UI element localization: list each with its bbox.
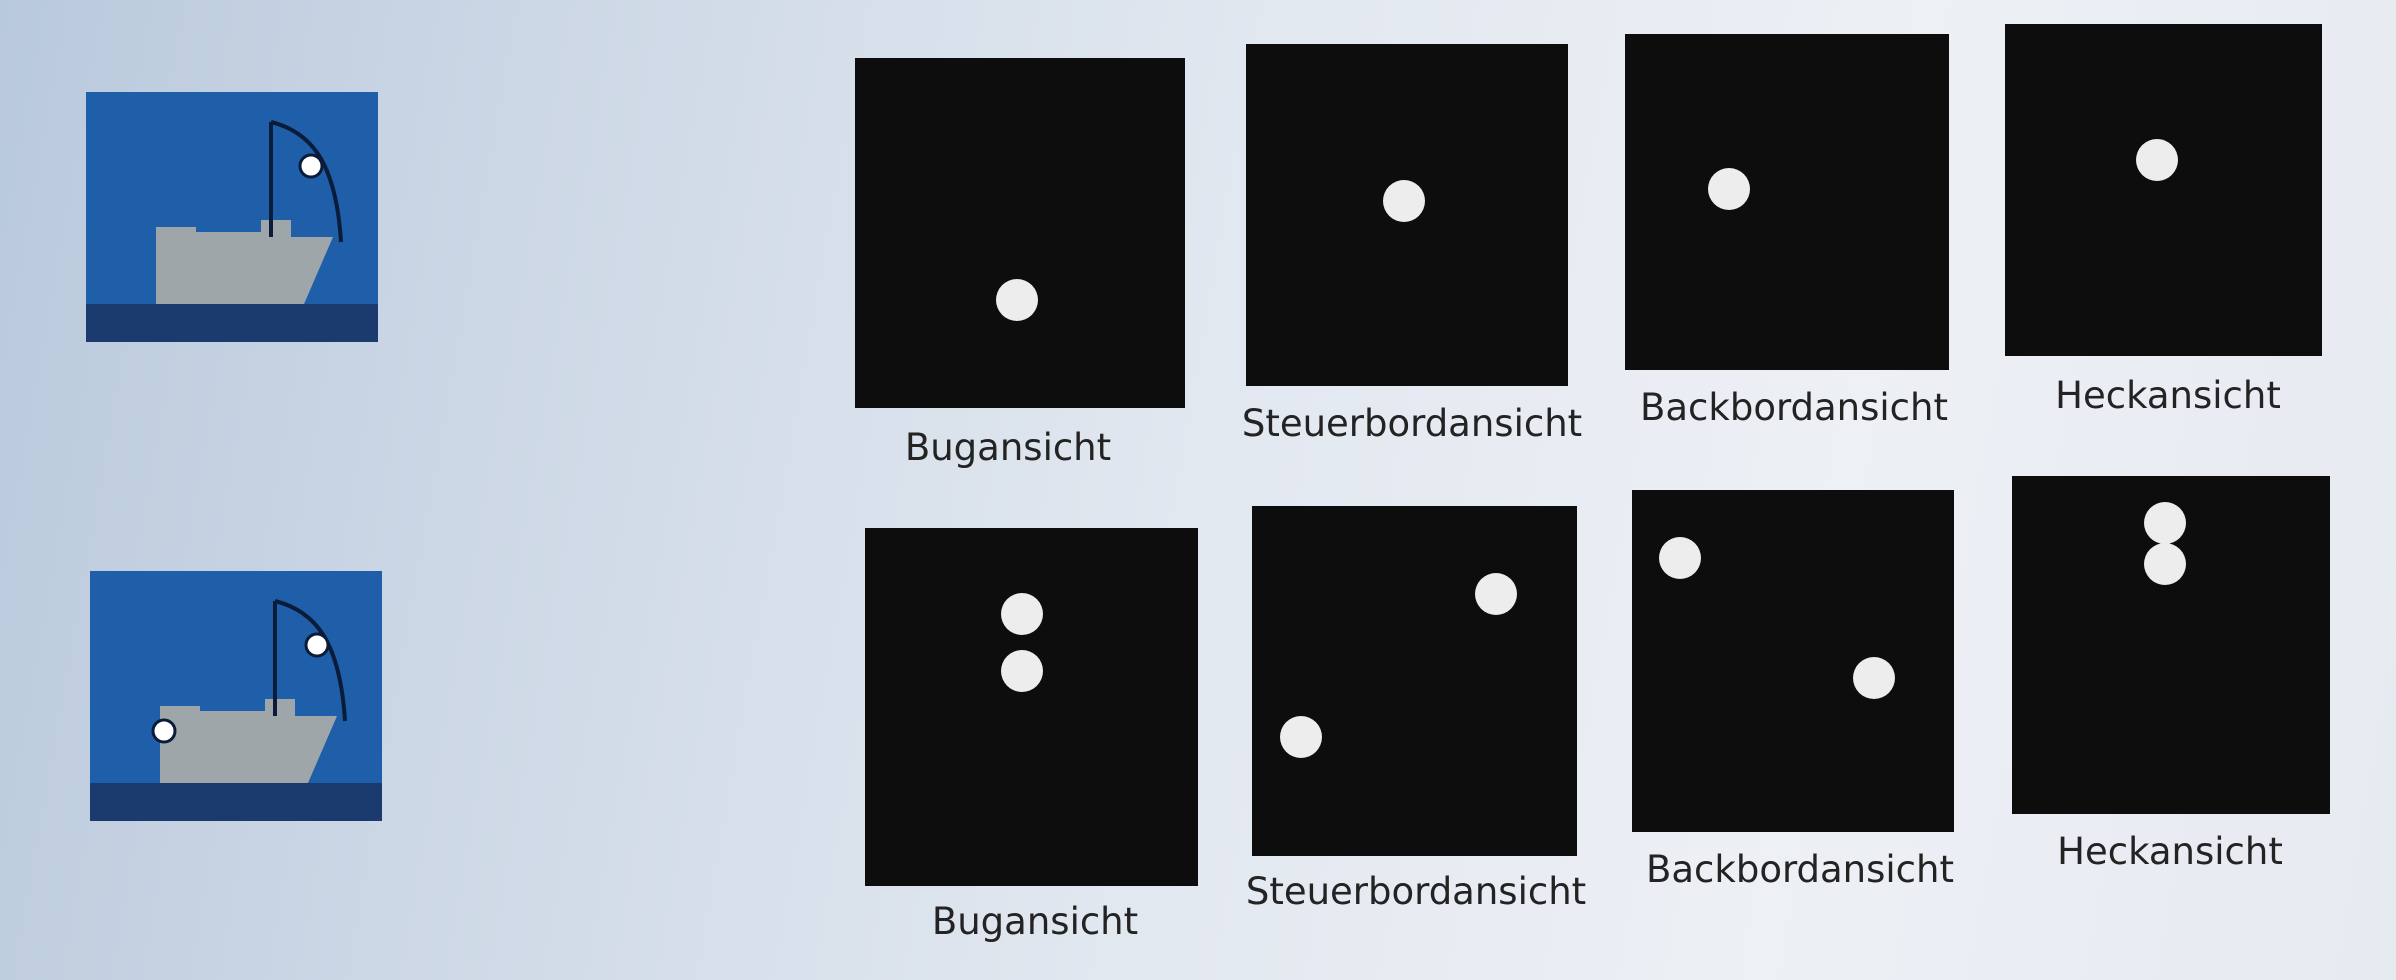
caption-row2-stern: Heckansicht xyxy=(2057,830,2283,873)
panel-row1-bow xyxy=(855,58,1185,408)
panel-row1-stern xyxy=(2005,24,2322,356)
ship-diagram-row-2 xyxy=(90,571,382,821)
caption-row1-stern: Heckansicht xyxy=(2055,374,2281,417)
caption-row1-bow: Bugansicht xyxy=(904,426,1112,469)
caption-row2-starboard: Steuerbordansicht xyxy=(1245,870,1587,913)
mast-light-icon xyxy=(304,632,330,658)
panel-row2-port xyxy=(1632,490,1954,832)
light-dot xyxy=(1659,537,1702,580)
bow-light-icon xyxy=(151,718,177,744)
water-band xyxy=(90,783,382,821)
caption-row1-starboard: Steuerbordansicht xyxy=(1241,402,1583,445)
panel-row1-port xyxy=(1625,34,1949,370)
light-dot xyxy=(1382,180,1425,223)
ship-icon xyxy=(156,120,343,304)
light-dot xyxy=(995,278,1038,321)
light-dot xyxy=(1000,650,1043,693)
light-dot xyxy=(1000,592,1043,635)
light-dot xyxy=(1852,657,1895,700)
light-dot xyxy=(1474,572,1517,615)
caption-row2-bow: Bugansicht xyxy=(931,900,1139,943)
panel-row2-bow xyxy=(865,528,1198,886)
light-dot xyxy=(2143,542,2186,585)
caption-row2-port: Backbordansicht xyxy=(1646,848,1954,891)
mast-light-icon xyxy=(298,153,324,179)
water-band xyxy=(86,304,378,342)
caption-row1-port: Backbordansicht xyxy=(1640,386,1948,429)
panel-row2-starboard xyxy=(1252,506,1577,856)
light-dot xyxy=(2143,502,2186,545)
panel-row2-stern xyxy=(2012,476,2330,814)
light-dot xyxy=(1279,716,1322,758)
light-dot xyxy=(1707,167,1750,210)
panel-row1-starboard xyxy=(1246,44,1568,386)
ship-diagram-row-1 xyxy=(86,92,378,342)
ship-icon xyxy=(151,599,347,783)
light-dot xyxy=(2136,139,2179,182)
